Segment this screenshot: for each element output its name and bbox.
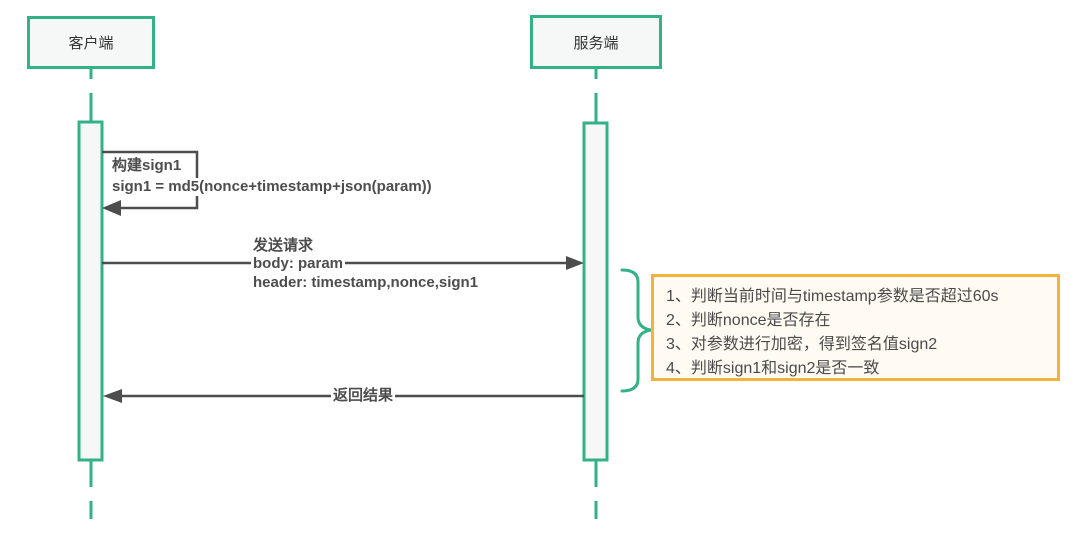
client-activation-bar [77, 120, 104, 462]
request-arrowhead [566, 256, 584, 270]
note-item-2: 2、判断nonce是否存在 [666, 312, 831, 329]
self-message-arrowhead [102, 200, 121, 216]
return-arrowhead [103, 389, 122, 403]
self-message-detail: sign1 = md5(nonce+timestamp+json(param)) [110, 178, 434, 196]
actor-box-client: 客户端 [27, 16, 155, 69]
self-message-title: 构建sign1 [110, 157, 184, 175]
server-activation-bar [582, 121, 609, 462]
request-header-label: header: timestamp,nonce,sign1 [251, 274, 481, 292]
note-box: 1、判断当前时间与timestamp参数是否超过60s 2、判断nonce是否存… [651, 274, 1060, 381]
note-item-4: 4、判断sign1和sign2是否一致 [666, 360, 880, 377]
actor-box-server: 服务端 [530, 15, 662, 69]
note-brace [620, 268, 653, 393]
request-body-label: body: param [251, 255, 346, 273]
request-message-title: 发送请求 [251, 237, 316, 255]
note-item-1: 1、判断当前时间与timestamp参数是否超过60s [666, 288, 999, 305]
return-message-label: 返回结果 [331, 387, 396, 405]
actor-label-client: 客户端 [68, 35, 114, 52]
note-item-3: 3、对参数进行加密，得到签名值sign2 [666, 336, 938, 353]
actor-label-server: 服务端 [573, 34, 619, 52]
